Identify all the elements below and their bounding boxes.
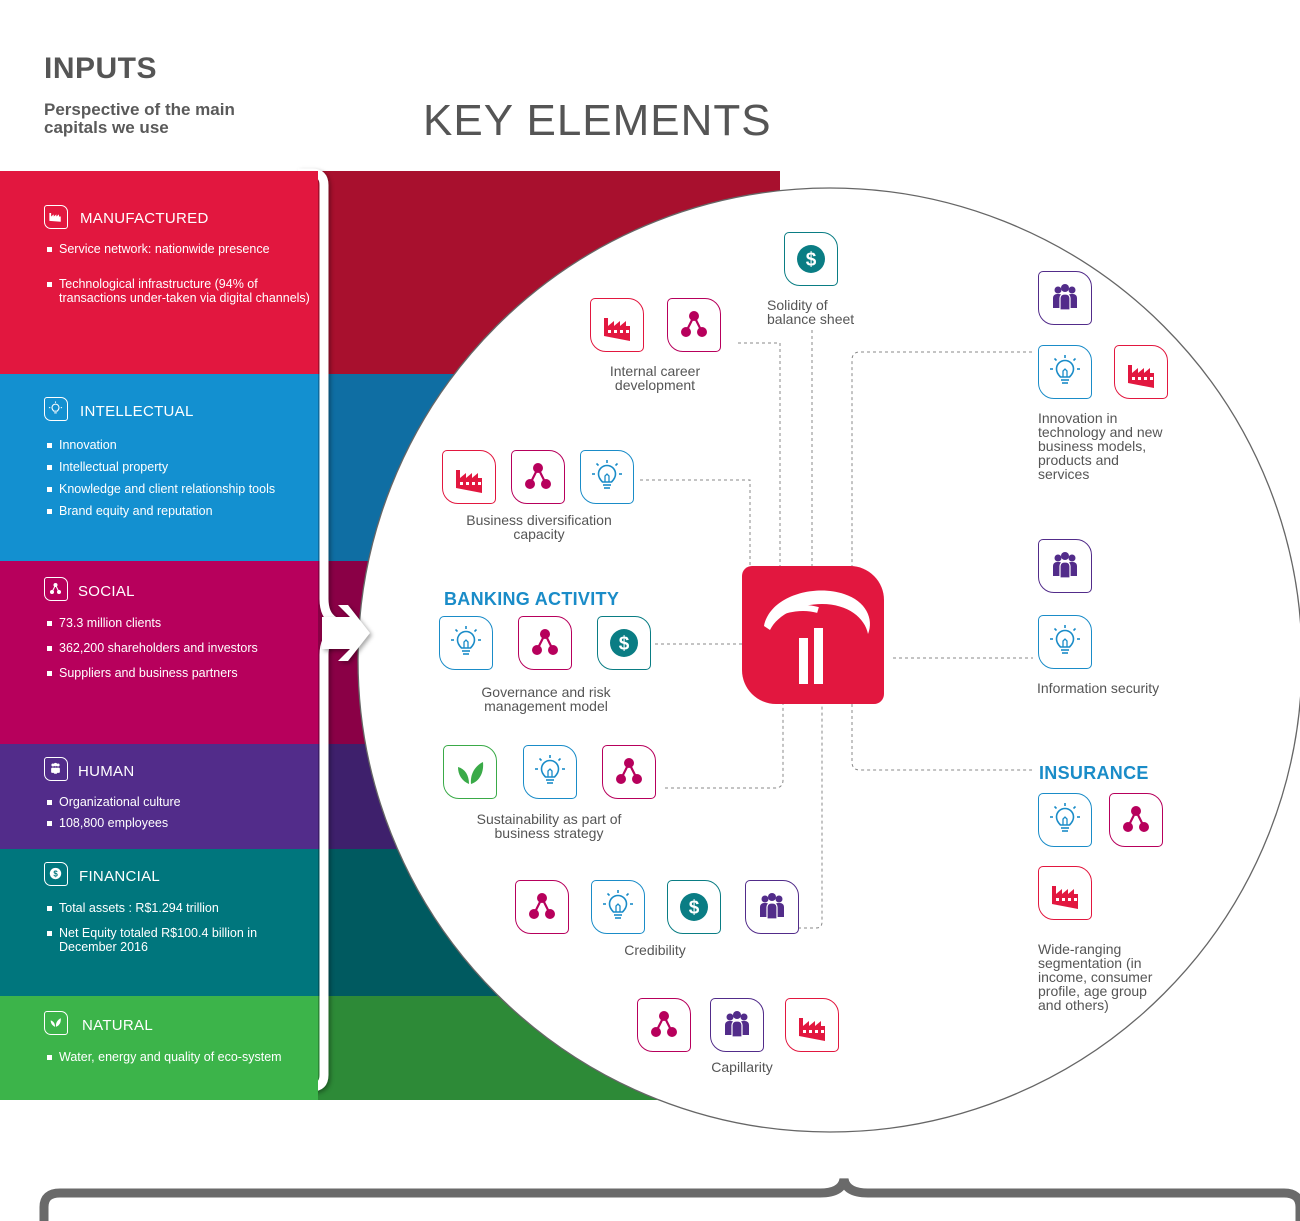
leaf-icon: [443, 745, 497, 799]
band-social: SOCIAL 73.3 million clients 362,200 shar…: [0, 561, 318, 744]
list-item: Service network: nationwide presence: [46, 242, 311, 256]
inputs-subtitle: Perspective of the main capitals we use: [44, 100, 235, 137]
list-item: Total assets : R$1.294 trillion: [46, 901, 311, 915]
band-title: MANUFACTURED: [80, 210, 209, 227]
lightbulb-icon: [1038, 793, 1092, 847]
network-icon: [637, 998, 691, 1052]
label-diversification: Business diversification capacity: [466, 512, 612, 542]
label-infosec: Information security: [1037, 680, 1160, 696]
factory-icon: [590, 298, 644, 352]
lightbulb-icon: [439, 616, 493, 670]
band-intellectual: INTELLECTUAL Innovation Intellectual pro…: [0, 374, 318, 561]
inputs-title: INPUTS: [44, 52, 158, 85]
lightbulb-icon: [1038, 615, 1092, 669]
list-item: 362,200 shareholders and investors: [46, 641, 311, 655]
dollar-icon: [44, 862, 68, 886]
label-credibility: Credibility: [624, 942, 686, 958]
lightbulb-icon: [580, 450, 634, 504]
band-human: HUMAN Organizational culture 108,800 emp…: [0, 744, 318, 849]
label-segmentation: Wide-ranging segmentation (in income, co…: [1038, 941, 1153, 1013]
list-item: Organizational culture: [46, 795, 311, 809]
band-items: Organizational culture 108,800 employees: [46, 795, 311, 830]
list-item: 108,800 employees: [46, 816, 311, 830]
band-items: Water, energy and quality of eco-system: [46, 1050, 311, 1064]
band-title: HUMAN: [78, 763, 135, 780]
band-financial: FINANCIAL Total assets : R$1.294 trillio…: [0, 849, 318, 996]
insurance-heading: INSURANCE: [1039, 763, 1149, 783]
network-icon: [44, 577, 68, 601]
lightbulb-icon: [591, 880, 645, 934]
lightbulb-icon: [523, 745, 577, 799]
band-title: FINANCIAL: [79, 868, 161, 885]
band-items: Innovation Intellectual property Knowled…: [46, 438, 311, 518]
people-icon: [710, 998, 764, 1052]
list-item: 73.3 million clients: [46, 616, 311, 630]
people-icon: [1038, 271, 1092, 325]
list-item: Net Equity totaled R$100.4 billion in De…: [46, 926, 311, 954]
label-innovation: Innovation in technology and new busines…: [1038, 410, 1163, 482]
dollar-icon: [597, 616, 651, 670]
label-governance: Governance and risk management model: [481, 684, 611, 714]
list-item: Intellectual property: [46, 460, 311, 474]
network-icon: [1109, 793, 1163, 847]
band-items: Service network: nationwide presence Tec…: [46, 242, 311, 305]
network-icon: [518, 616, 572, 670]
band-title: SOCIAL: [78, 583, 135, 600]
list-item: Technological infrastructure (94% of tra…: [46, 277, 311, 305]
lightbulb-icon: [44, 397, 68, 421]
dollar-icon: [784, 232, 838, 286]
lightbulb-icon: [1038, 345, 1092, 399]
people-icon: [1038, 539, 1092, 593]
factory-icon: [785, 998, 839, 1052]
band-natural: NATURAL Water, energy and quality of eco…: [0, 996, 318, 1100]
band-items: Total assets : R$1.294 trillion Net Equi…: [46, 901, 311, 954]
label-career: Internal career development: [609, 363, 701, 393]
dollar-icon: [667, 880, 721, 934]
list-item: Knowledge and client relationship tools: [46, 482, 311, 496]
key-elements-title: KEY ELEMENTS: [423, 96, 772, 145]
band-title: INTELLECTUAL: [80, 403, 194, 420]
label-capillarity: Capillarity: [711, 1059, 773, 1075]
label-solidity: Solidity of balance sheet: [767, 297, 855, 327]
network-icon: [511, 450, 565, 504]
list-item: Brand equity and reputation: [46, 504, 311, 518]
band-title: NATURAL: [82, 1017, 153, 1034]
list-item: Suppliers and business partners: [46, 666, 311, 680]
band-items: 73.3 million clients 362,200 shareholder…: [46, 616, 311, 680]
bank-logo: [742, 566, 884, 704]
network-icon: [515, 880, 569, 934]
list-item: Water, energy and quality of eco-system: [46, 1050, 311, 1064]
list-item: Innovation: [46, 438, 311, 452]
tree-logo-icon: [764, 590, 870, 684]
factory-icon: [44, 205, 68, 229]
band-manufactured: MANUFACTURED Service network: nationwide…: [0, 171, 318, 374]
network-icon: [602, 745, 656, 799]
network-icon: [667, 298, 721, 352]
people-icon: [745, 880, 799, 934]
people-icon: [44, 757, 68, 781]
factory-icon: [1038, 866, 1092, 920]
leaf-icon: [44, 1011, 68, 1035]
factory-icon: [442, 450, 496, 504]
label-sustainability: Sustainability as part of business strat…: [476, 811, 622, 841]
factory-icon: [1114, 345, 1168, 399]
banking-activity-heading: BANKING ACTIVITY: [444, 589, 620, 609]
